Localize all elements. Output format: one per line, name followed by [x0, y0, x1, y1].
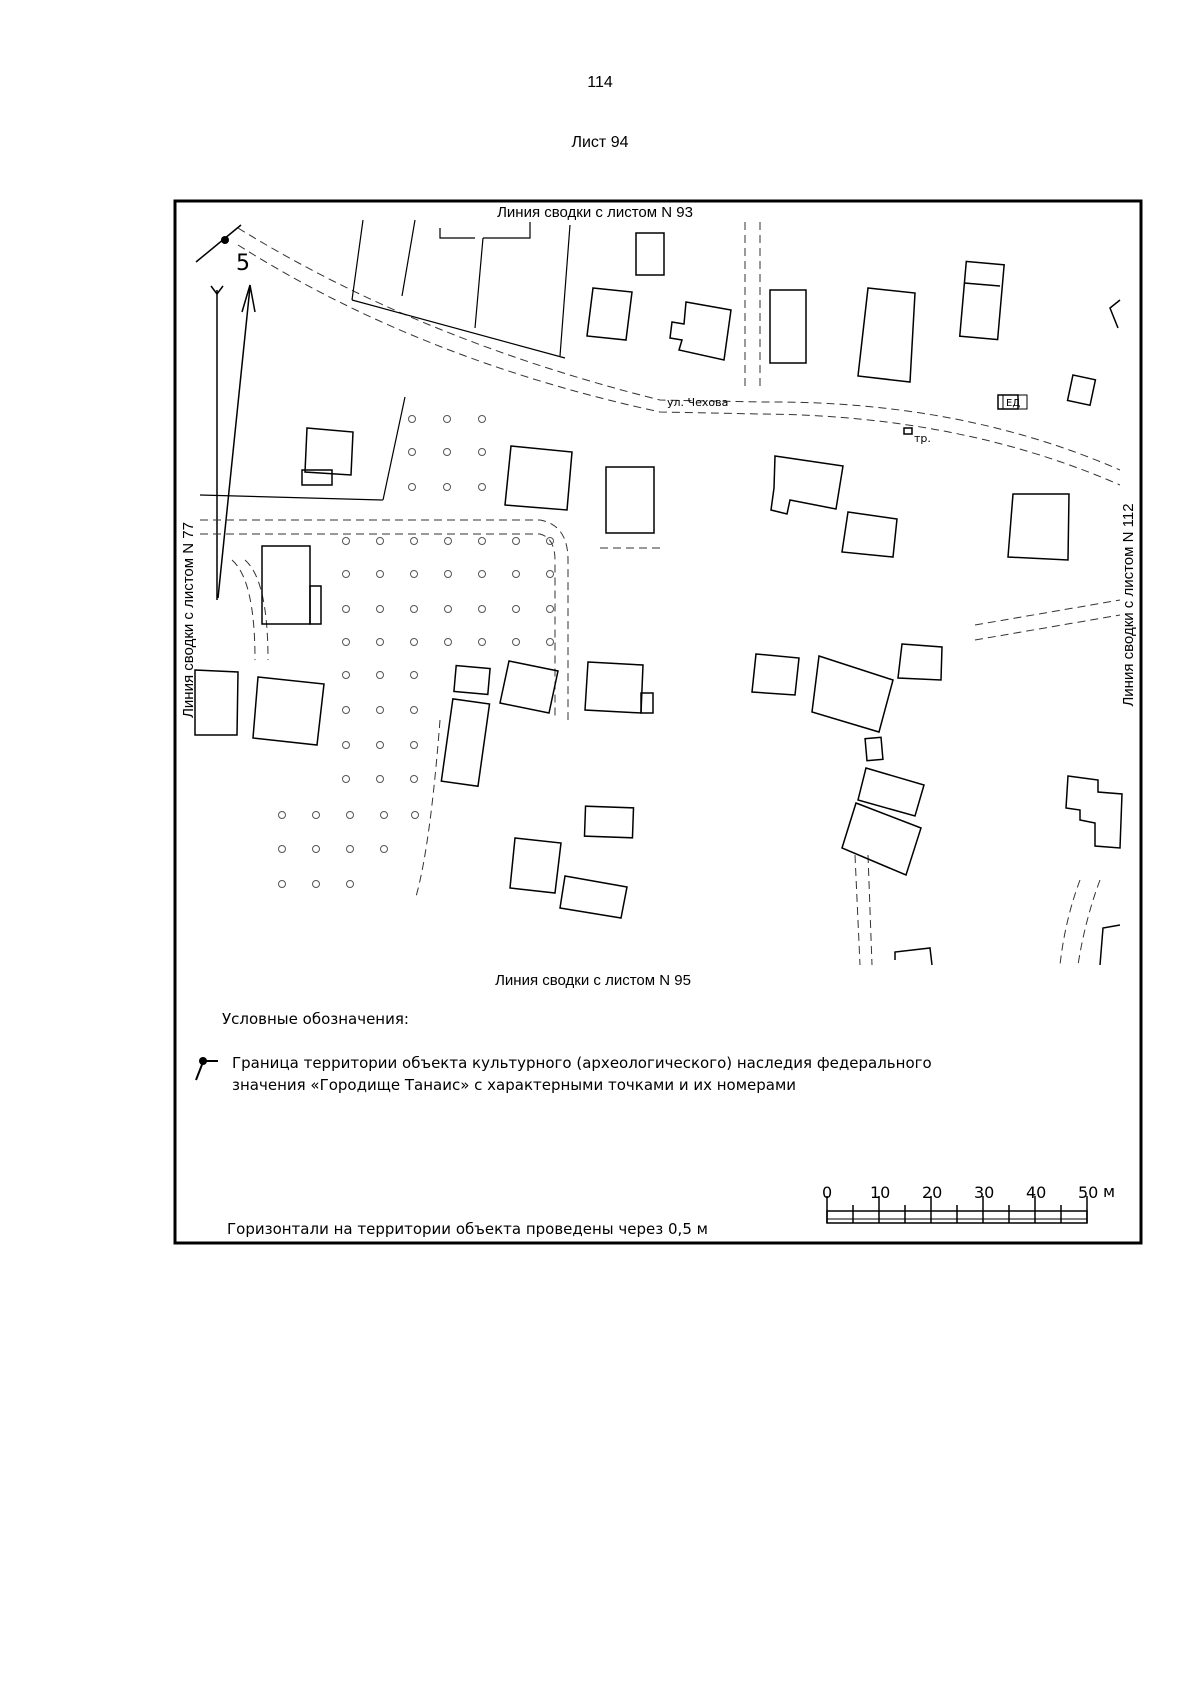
orchard-mark: [312, 880, 320, 888]
orchard-mark: [444, 638, 452, 646]
orchard-mark: [376, 638, 384, 646]
orchard-mark: [478, 448, 486, 456]
legend-title: Условные обозначения:: [222, 1010, 409, 1028]
orchard-mark: [410, 638, 418, 646]
page-number: 114: [587, 74, 613, 91]
orchard-mark: [410, 775, 418, 783]
orchard-mark: [411, 811, 419, 819]
orchard-mark: [346, 845, 354, 853]
sheet-title: Лист 94: [571, 134, 629, 151]
orchard-mark: [443, 483, 451, 491]
edge-label-bottom: Линия сводки с листом N 95: [495, 972, 691, 989]
orchard-mark: [546, 605, 554, 613]
scale-label: 20: [922, 1183, 942, 1202]
orchard-mark: [342, 537, 350, 545]
orchard-mark: [410, 706, 418, 714]
orchard-mark: [546, 537, 554, 545]
legend-item-line1: Граница территории объекта культурного (…: [232, 1054, 932, 1072]
orchard-mark: [478, 638, 486, 646]
orchard-mark: [312, 811, 320, 819]
orchard-mark: [512, 638, 520, 646]
edge-label-left: Линия сводки с листом N 77: [180, 522, 197, 718]
north-arrow: [210, 284, 256, 600]
contour-note: Горизонтали на территории объекта провед…: [227, 1220, 708, 1238]
street-label: ул. Чехова: [667, 396, 728, 409]
scale-label: 40: [1026, 1183, 1046, 1202]
legend-boundary-icon: [195, 1057, 218, 1081]
orchard-mark: [278, 845, 286, 853]
orchard-mark: [342, 671, 350, 679]
orchard-mark: [376, 537, 384, 545]
edge-label-right: Линия сводки с листом N 112: [1120, 503, 1137, 706]
orchard-mark: [342, 570, 350, 578]
orchard-mark: [380, 811, 388, 819]
edge-label-top: Линия сводки с листом N 93: [497, 204, 693, 221]
scale-label: 10: [870, 1183, 890, 1202]
orchard-mark: [512, 570, 520, 578]
orchard-mark: [342, 706, 350, 714]
orchard-mark: [408, 415, 416, 423]
orchard-mark: [444, 570, 452, 578]
orchard-mark: [312, 845, 320, 853]
map-frame: [173, 199, 1143, 1245]
orchard-mark: [478, 570, 486, 578]
scale-bar: [826, 1196, 1088, 1224]
orchard-mark: [478, 483, 486, 491]
orchard-mark: [342, 638, 350, 646]
buildings: [194, 232, 1123, 966]
orchard-mark: [278, 880, 286, 888]
map-label-tr: тр.: [914, 432, 931, 445]
boundary-point-marker: 5: [195, 224, 250, 276]
orchard-mark: [376, 570, 384, 578]
property-lines: [199, 219, 571, 501]
orchard-mark: [478, 415, 486, 423]
orchard-mark: [376, 706, 384, 714]
orchard-mark: [342, 775, 350, 783]
map-label-ed-box: ЕД: [1002, 394, 1028, 410]
orchard-mark: [443, 448, 451, 456]
orchard-mark: [346, 811, 354, 819]
orchard-mark: [444, 605, 452, 613]
orchard-mark: [478, 605, 486, 613]
boundary-point-number: 5: [236, 251, 250, 276]
orchard-mark: [410, 671, 418, 679]
orchard-marks: [278, 415, 554, 888]
scale-label: 0: [822, 1183, 832, 1202]
orchard-mark: [410, 537, 418, 545]
orchard-mark: [443, 415, 451, 423]
orchard-mark: [376, 671, 384, 679]
orchard-mark: [342, 605, 350, 613]
map-label-ed: ЕД: [1006, 398, 1020, 409]
orchard-mark: [410, 570, 418, 578]
orchard-mark: [376, 741, 384, 749]
orchard-mark: [408, 448, 416, 456]
legend-item-line2: значения «Городище Танаис» с характерным…: [232, 1076, 796, 1094]
orchard-mark: [478, 537, 486, 545]
orchard-mark: [410, 605, 418, 613]
scale-unit: м: [1103, 1182, 1115, 1201]
orchard-mark: [376, 605, 384, 613]
orchard-mark: [342, 741, 350, 749]
orchard-mark: [410, 741, 418, 749]
orchard-mark: [376, 775, 384, 783]
orchard-mark: [346, 880, 354, 888]
orchard-mark: [512, 537, 520, 545]
orchard-mark: [546, 638, 554, 646]
scale-label: 50: [1078, 1183, 1098, 1202]
orchard-mark: [512, 605, 520, 613]
scale-label: 30: [974, 1183, 994, 1202]
orchard-mark: [408, 483, 416, 491]
orchard-mark: [444, 537, 452, 545]
orchard-mark: [546, 570, 554, 578]
orchard-mark: [278, 811, 286, 819]
orchard-mark: [380, 845, 388, 853]
road-lines: [200, 222, 1121, 966]
